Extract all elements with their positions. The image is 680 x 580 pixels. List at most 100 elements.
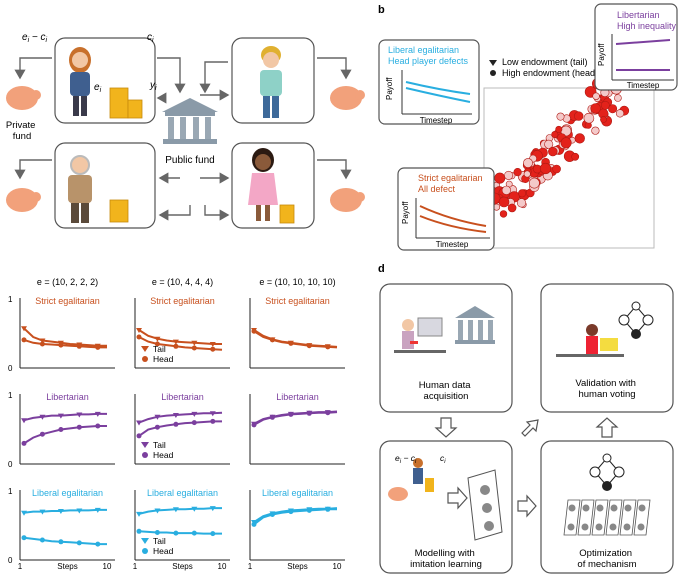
scatter-point [615,109,625,118]
mechanism-grid-icon [563,499,651,536]
piggy-bank-icon [6,188,41,212]
coin-stack-icon [109,199,129,223]
young-man-agent-icon [260,46,282,118]
head-marker [325,410,331,416]
woman-agent-icon [69,47,91,116]
x-axis-label: Steps [57,562,77,571]
mechanism-dot [609,523,617,531]
legend-head-marker [142,356,148,362]
inset-strict-egalitarian: Strict egalitarian All defect Payoff Tim… [397,167,495,251]
arrow-down [434,417,458,438]
chart-0-1: e = (10, 4, 4, 4)Strict egalitarianTailH… [134,277,230,369]
head-marker [251,521,257,527]
inset-title: Liberal egalitarian [388,45,459,55]
tail-marker [39,414,46,420]
chart-title: Strict egalitarian [35,296,100,306]
tail-marker [57,509,64,515]
head-marker [191,420,197,426]
tail-marker [76,412,83,418]
box-modelling-label: Modelling with imitation learning [410,548,482,570]
tail-marker [154,508,161,514]
inset-axis-x: Timestep [436,240,469,249]
head-marker [269,512,275,517]
head-marker [39,537,45,543]
head-marker [21,337,27,343]
head-marker [191,530,197,536]
chart-title: Strict egalitarian [150,296,215,306]
chart-title: Liberal egalitarian [147,488,218,498]
series-line-head [138,420,222,437]
scatter-point [494,172,506,184]
chart-title: Strict egalitarian [265,296,330,306]
head-marker [21,440,27,446]
scatter-point [539,162,552,175]
chart-column-title: e = (10, 10, 10, 10) [259,277,335,287]
legend-tail-label: Tail [153,440,166,450]
private-fund-label: Private fund [6,120,38,142]
head-marker [76,424,82,430]
coin-stack-icon [109,87,143,119]
head-marker [154,530,160,535]
panel-a: Public fund ei − ci ci ei yi Private fun… [6,32,365,229]
tail-marker [172,413,179,419]
coin-stack-icon [279,204,295,224]
arrow-diagonal [521,419,539,437]
piggy-bank-icon [6,86,41,110]
box-validation-label: Validation with human voting [575,378,638,400]
legend-head-marker [142,548,148,554]
y-tick-label: 1 [8,295,13,304]
scatter-point [523,170,531,178]
legend-tail-marker [141,442,149,448]
scatter-point [507,203,517,213]
legend-tail-marker [141,346,149,352]
legend-tail-marker [141,538,149,544]
series-line-head [253,508,337,526]
legend-head-text: High endowment (head) [502,68,598,78]
bank-building-icon [162,98,218,144]
piggy-bank-icon [330,86,365,110]
tail-marker [39,338,46,344]
x-tick-label: 10 [218,562,227,571]
tail-marker [209,411,216,417]
panel-b: b Low endowment (tail) High endowment (h… [378,3,678,251]
inset-libertarian: Libertarian High inequality Payoff Times… [594,3,678,91]
legend-tail-label: Tail [153,344,166,354]
chart-title: Libertarian [276,392,319,402]
inset-title: Strict egalitarian [418,173,483,183]
chart-0-2: e = (10, 10, 10, 10) Strict egalitarian [249,277,345,369]
head-marker [288,340,294,346]
tail-marker [209,506,216,512]
head-marker [306,410,312,416]
y-tick-label: 0 [8,364,13,373]
head-marker [76,540,82,546]
head-marker [269,337,275,343]
tail-marker [76,508,83,514]
mechanism-dot [624,504,632,512]
series-line-head [138,336,223,351]
scatter-point [591,126,600,135]
legend-head-marker [142,452,148,458]
series-line-head [23,338,107,349]
bank-building-icon [455,306,495,344]
series-line-head [23,536,107,546]
mechanism-dot [568,504,576,512]
head-marker [58,539,64,545]
label-ei-minus-ci: ei − ci [395,453,417,465]
head-marker [136,433,142,439]
x-tick-label: 1 [248,562,253,571]
chart-title: Liberal egalitarian [32,488,103,498]
panel-b-label: b [378,4,385,16]
x-tick-label: 10 [333,562,342,571]
head-marker [269,414,275,420]
series-line-tail [23,508,107,514]
head-marker [136,334,142,340]
series-line-head [253,330,338,349]
chart-title: Libertarian [161,392,204,402]
inset-title: Libertarian [617,10,660,20]
tail-marker [136,511,142,517]
